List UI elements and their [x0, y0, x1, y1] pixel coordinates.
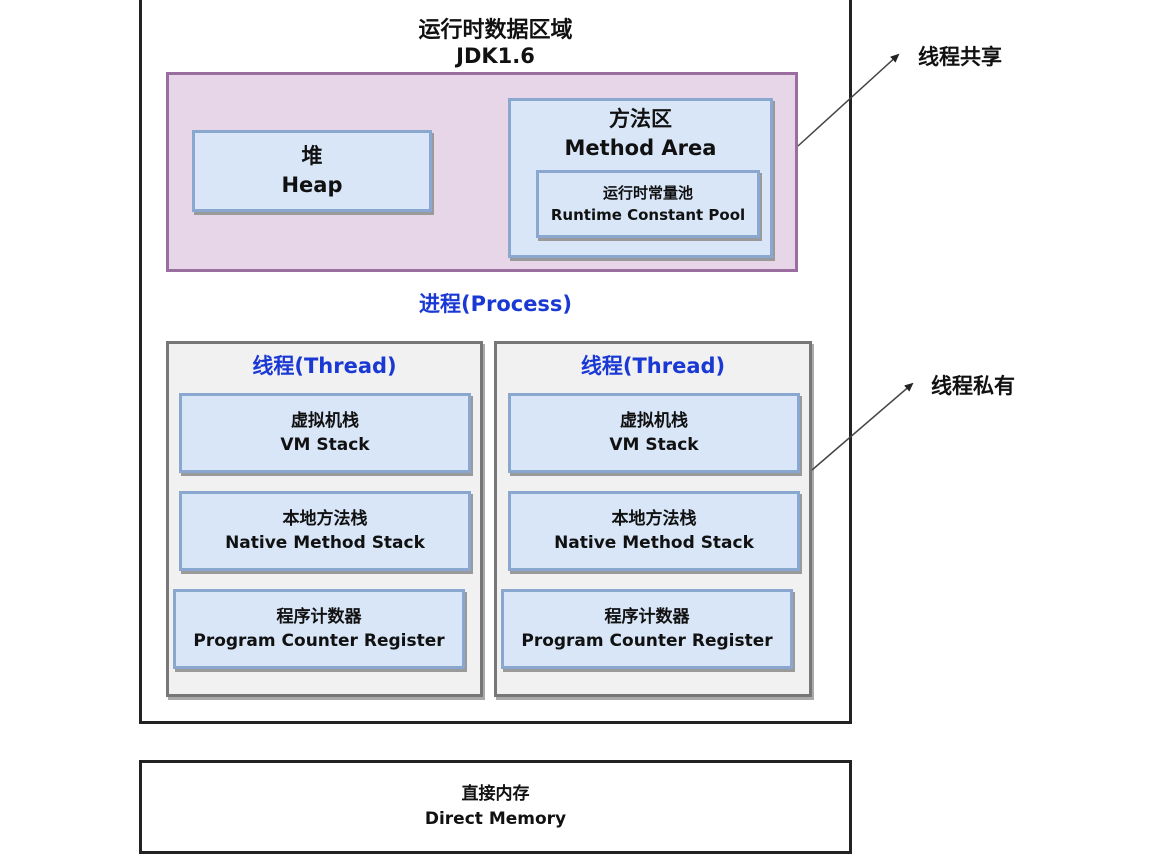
- program-counter-box: 程序计数器 Program Counter Register: [501, 589, 793, 669]
- native-method-stack-label-en: Native Method Stack: [554, 533, 754, 553]
- private-arrow: [811, 382, 914, 471]
- program-counter-label-zh: 程序计数器: [276, 607, 362, 627]
- direct-memory-label-en: Direct Memory: [424, 809, 567, 829]
- heap-label-zh: 堆: [301, 144, 323, 168]
- vm-stack-label-zh: 虚拟机栈: [620, 411, 688, 431]
- thread-shared-label: 线程共享: [918, 45, 1002, 69]
- direct-memory-box: 直接内存 Direct Memory: [139, 760, 852, 854]
- native-method-stack-label-en: Native Method Stack: [225, 533, 425, 553]
- native-method-stack-label-zh: 本地方法栈: [282, 509, 368, 529]
- method-area-label-en: Method Area: [564, 136, 717, 160]
- vm-stack-label-en: VM Stack: [280, 435, 370, 455]
- program-counter-label-en: Program Counter Register: [521, 631, 773, 651]
- native-method-stack-box: 本地方法栈 Native Method Stack: [508, 491, 800, 571]
- thread-private-label: 线程私有: [931, 374, 1015, 398]
- program-counter-label-zh: 程序计数器: [604, 607, 690, 627]
- heap-box: 堆 Heap: [192, 130, 432, 212]
- thread-title: 线程(Thread): [252, 354, 397, 378]
- runtime-constant-pool-box: 运行时常量池 Runtime Constant Pool: [536, 170, 760, 238]
- heap-label-en: Heap: [281, 173, 343, 197]
- vm-stack-label-en: VM Stack: [609, 435, 699, 455]
- native-method-stack-label-zh: 本地方法栈: [611, 509, 697, 529]
- shared-arrow: [797, 53, 900, 147]
- thread-title: 线程(Thread): [580, 354, 726, 378]
- runtime-data-area-title: 运行时数据区域: [418, 18, 573, 43]
- jdk-version-label: JDK1.6: [456, 44, 535, 68]
- program-counter-box: 程序计数器 Program Counter Register: [173, 589, 465, 669]
- method-area-label-zh: 方法区: [609, 107, 672, 131]
- vm-stack-label-zh: 虚拟机栈: [291, 411, 359, 431]
- rcp-label-zh: 运行时常量池: [602, 184, 693, 202]
- direct-memory-label-zh: 直接内存: [461, 784, 530, 804]
- rcp-label-en: Runtime Constant Pool: [550, 206, 746, 224]
- native-method-stack-box: 本地方法栈 Native Method Stack: [179, 491, 471, 571]
- vm-stack-box: 虚拟机栈 VM Stack: [508, 393, 800, 473]
- program-counter-label-en: Program Counter Register: [193, 631, 445, 651]
- process-label: 进程(Process): [418, 292, 573, 316]
- vm-stack-box: 虚拟机栈 VM Stack: [179, 393, 471, 473]
